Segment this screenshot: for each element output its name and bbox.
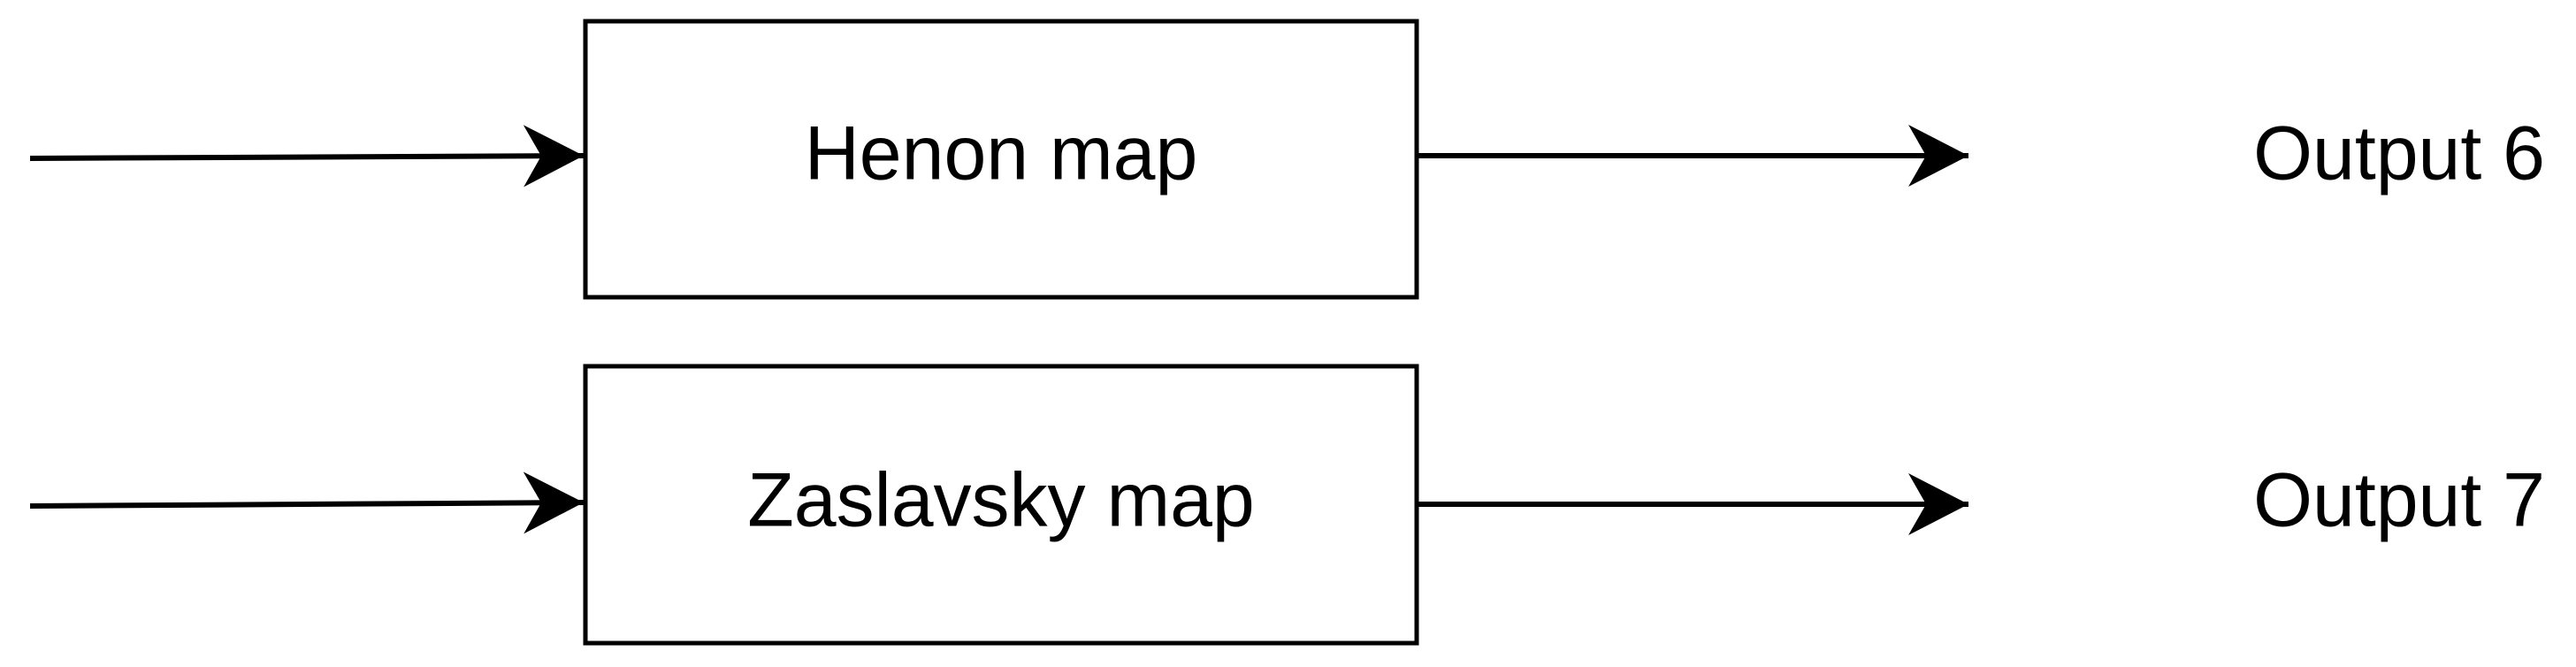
zaslavsky-map-label: Zaslavsky map <box>747 458 1255 543</box>
input-arrow-henon <box>29 125 585 188</box>
output-7-label: Output 7 <box>2253 458 2545 543</box>
block-row-zaslavsky: Zaslavsky map Output 7 <box>29 364 2545 646</box>
zaslavsky-map-box <box>583 364 1419 646</box>
output-6-label: Output 6 <box>2253 111 2545 196</box>
block-row-henon: Henon map Output 6 <box>29 19 2545 300</box>
henon-map-box <box>583 19 1419 300</box>
input-arrow-zaslavsky <box>29 472 585 534</box>
henon-map-label: Henon map <box>805 111 1198 196</box>
